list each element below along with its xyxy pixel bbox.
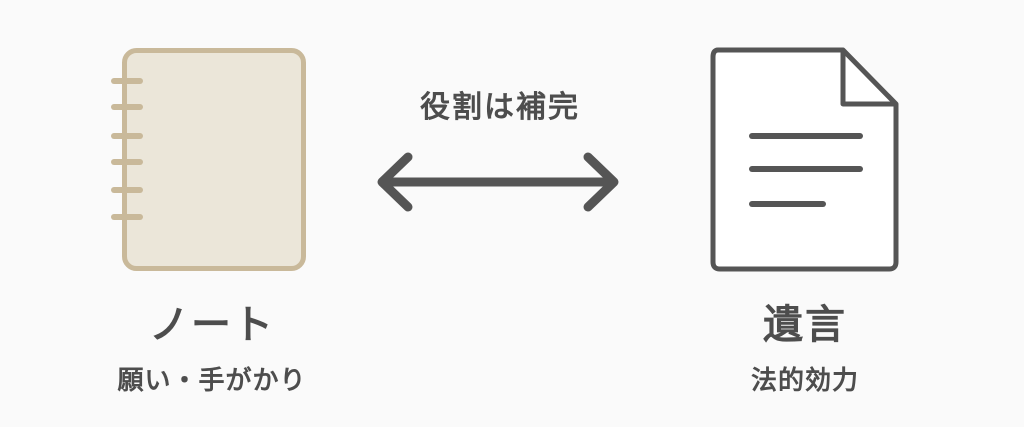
double-arrow-icon bbox=[370, 145, 630, 225]
notebook-subtitle: 願い・手がかり bbox=[117, 366, 307, 396]
relation-label: 役割は補完 bbox=[420, 90, 580, 125]
will-title: 遺言 bbox=[763, 302, 847, 348]
notebook-title: ノート bbox=[149, 302, 275, 348]
notebook-icon bbox=[104, 40, 314, 280]
will-subtitle: 法的効力 bbox=[750, 366, 859, 396]
document-icon bbox=[700, 40, 910, 280]
